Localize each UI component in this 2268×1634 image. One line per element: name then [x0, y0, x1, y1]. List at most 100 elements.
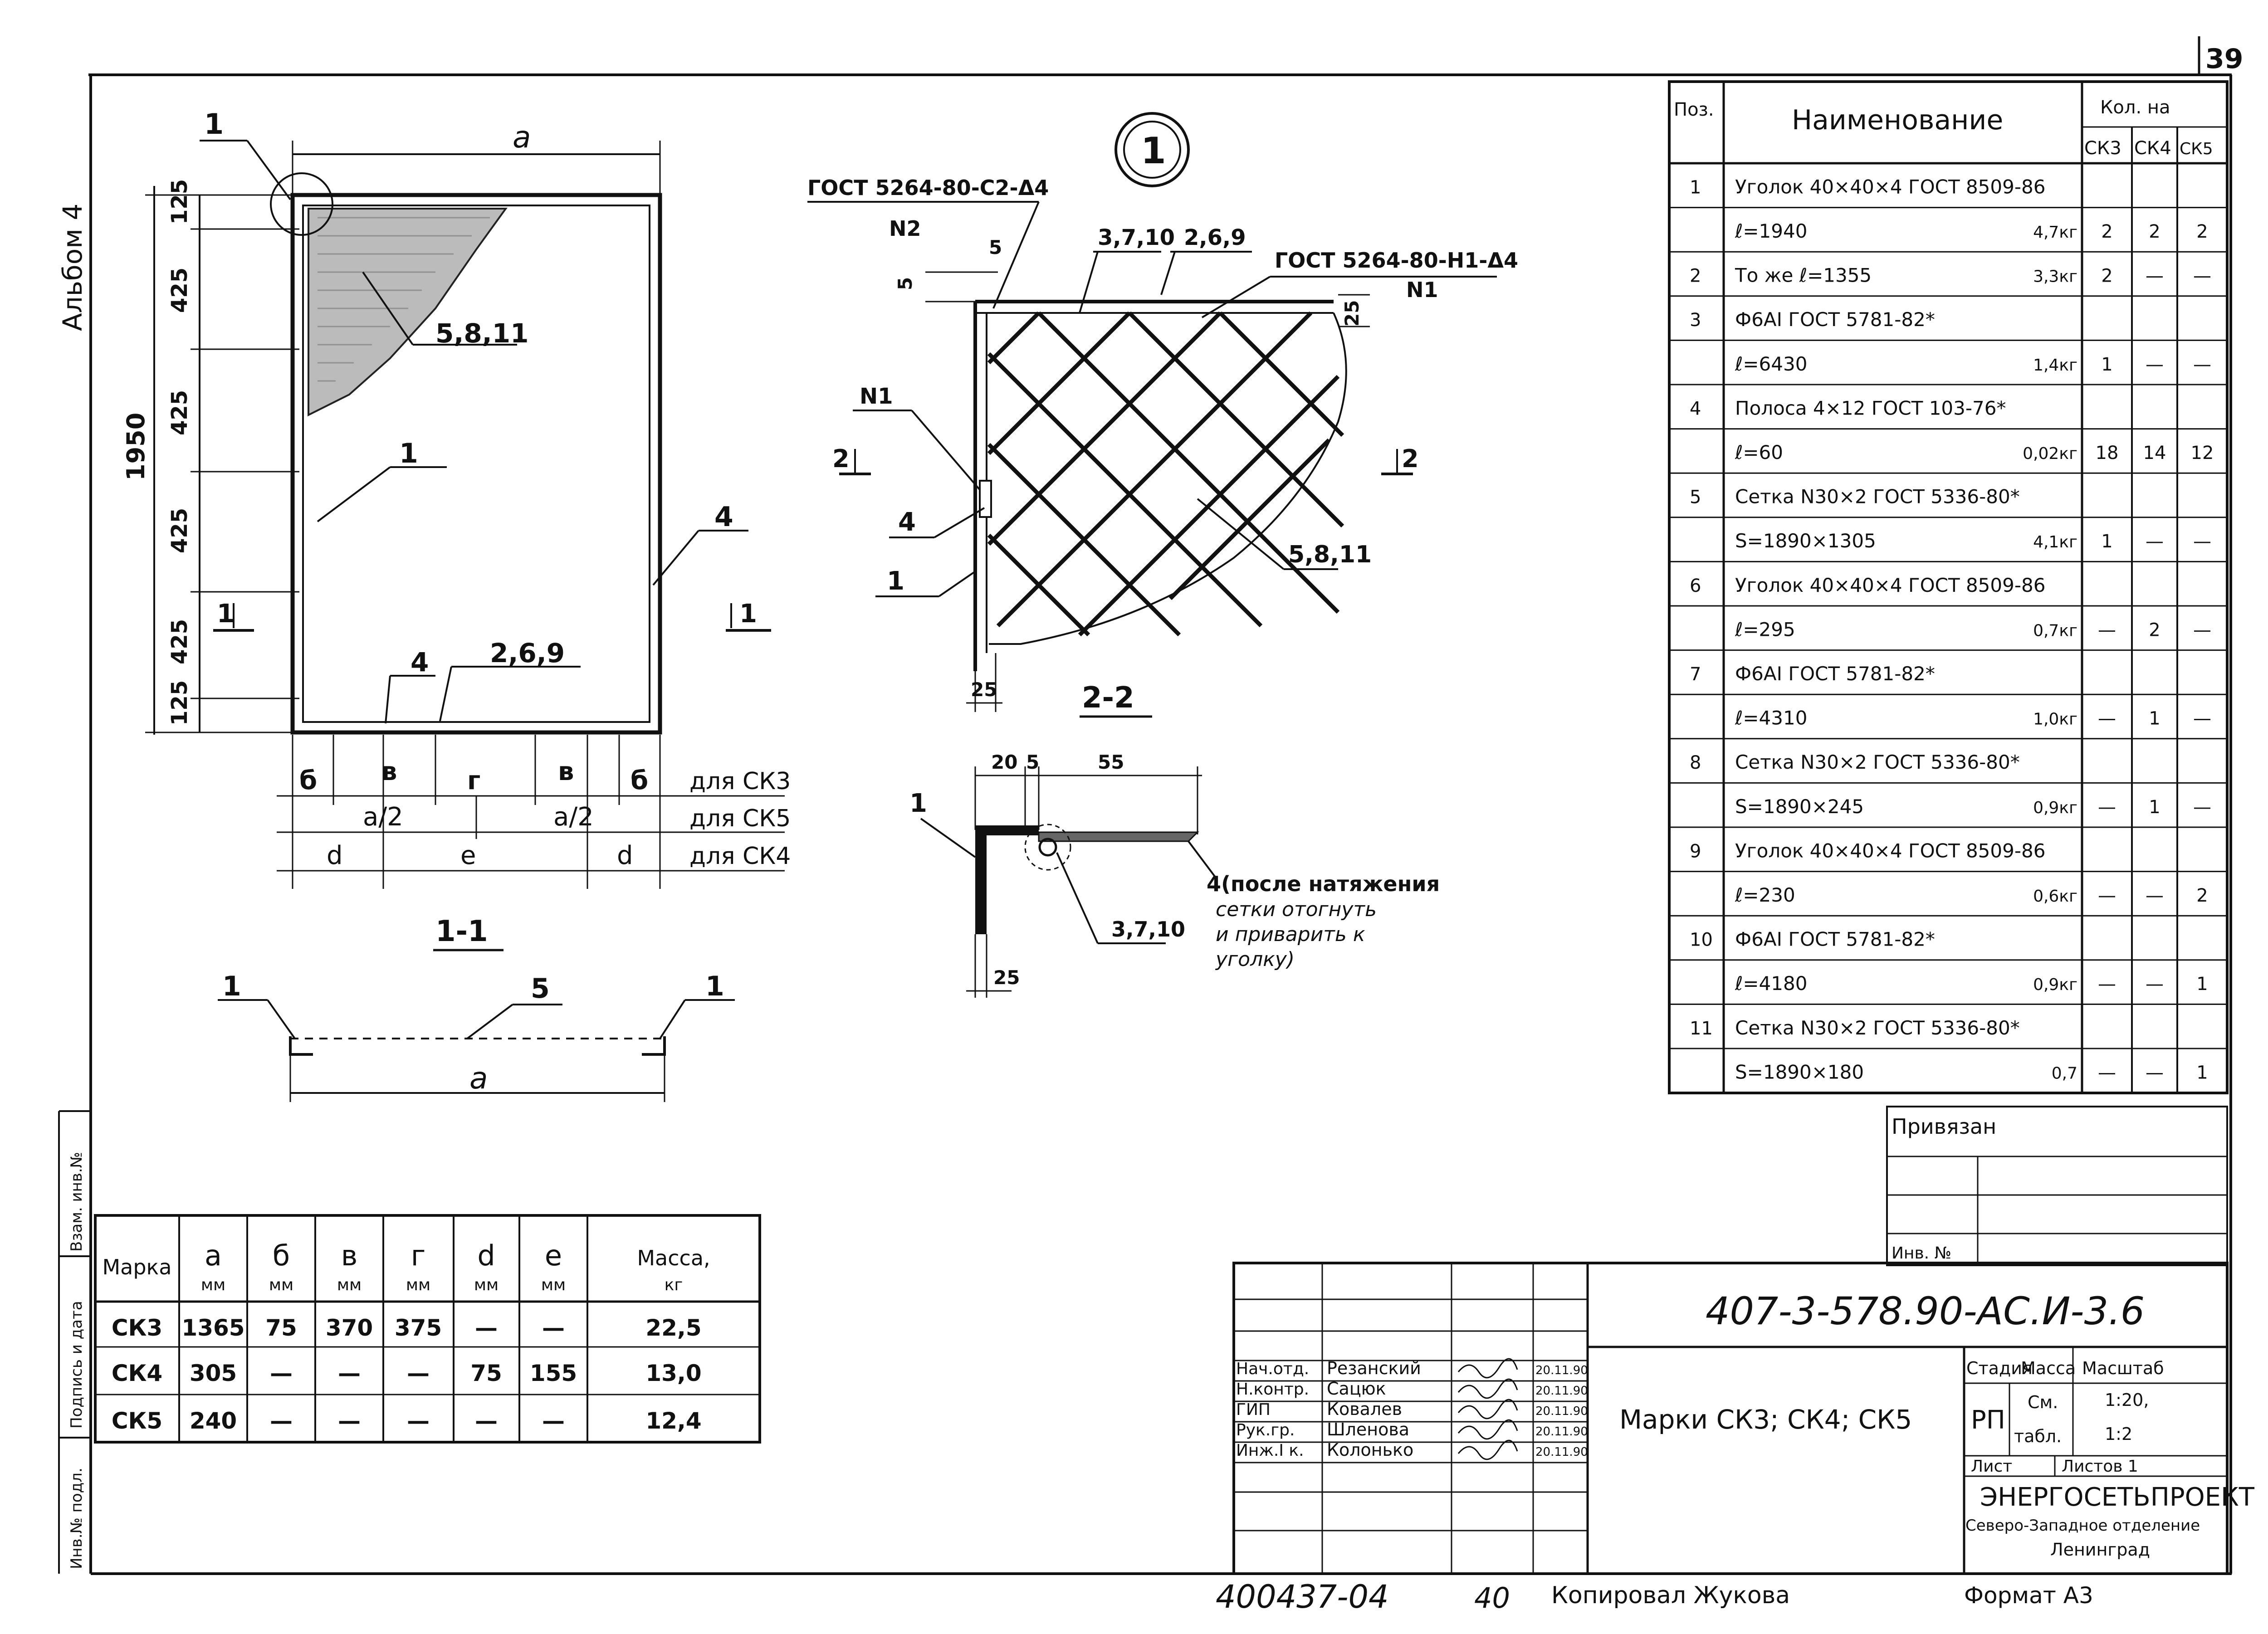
spec-name: То же ℓ=1355: [1735, 264, 1872, 287]
spec-sk4: 1: [2149, 797, 2160, 818]
section-11-title: 1-1: [435, 915, 488, 948]
marks-header-unit: мм: [474, 1276, 499, 1294]
node-label-3710: 3,7,10: [1098, 225, 1175, 250]
section-22-note-1: сетки отогнуть: [1216, 898, 1377, 921]
marks-cell: 240: [190, 1408, 237, 1434]
signature-role: ГИП: [1236, 1400, 1271, 1419]
spec-sk5: 2: [2196, 885, 2208, 906]
signature-date: 20.11.90: [1535, 1445, 1588, 1459]
spec-mass: 1,4кг: [2033, 356, 2077, 375]
spec-sk4: 14: [2143, 443, 2166, 463]
signature-date: 20.11.90: [1535, 1425, 1588, 1439]
spec-sk3: 2: [2101, 266, 2112, 287]
marks-cell: 75: [265, 1315, 297, 1341]
sheets-label: Листов 1: [2062, 1457, 2138, 1476]
node-label-4: 4: [898, 507, 916, 537]
dim-left-2: 425: [167, 390, 192, 435]
node-n1-right: N1: [1406, 278, 1438, 302]
spec-pos: 3: [1690, 310, 1701, 331]
spec-name: Сетка N30×2 ГОСТ 5336-80*: [1735, 1017, 2020, 1039]
org-2: Ленинград: [2050, 1540, 2150, 1560]
marks-header: б: [273, 1239, 290, 1272]
spec-header-qty: Кол. на: [2100, 97, 2170, 118]
spec-name: Ф6АI ГОСТ 5781-82*: [1735, 928, 1935, 951]
node-gost-left: ГОСТ 5264-80-С2-Δ4: [807, 176, 1049, 200]
spec-name: Ф6АI ГОСТ 5781-82*: [1735, 663, 1935, 685]
spec-sk5: —: [2193, 354, 2211, 375]
marks-header: a: [205, 1239, 222, 1272]
spec-header-sk5: СК5: [2180, 140, 2213, 158]
copied-by: Копировал Жукова: [1551, 1582, 1790, 1609]
node-n1-left: N1: [860, 384, 893, 409]
section-11-label-5: 5: [531, 973, 550, 1005]
dim-v-2: в: [558, 757, 574, 786]
spec-pos: 9: [1690, 841, 1701, 862]
mass-value-0: См.: [2028, 1392, 2058, 1412]
spec-pos: 4: [1690, 398, 1701, 419]
label-269: 2,6,9: [490, 638, 565, 668]
spec-header-name: Наименование: [1792, 104, 2003, 136]
spec-sk3: —: [2098, 885, 2116, 906]
dim-e: e: [460, 841, 476, 870]
node-label-5811: 5,8,11: [1288, 541, 1372, 568]
signature-role: Н.контр.: [1236, 1380, 1309, 1399]
spec-header-sk3: СК3: [2084, 138, 2121, 159]
marks-header-unit: мм: [269, 1276, 293, 1294]
node-1-detail: 1 ГОСТ 5264-80-С2-Δ4 N2 5 5 3,7,10 2,6,9…: [807, 112, 1518, 712]
marks-cell: —: [270, 1408, 293, 1434]
spec-sk3: 1: [2101, 354, 2112, 375]
signature-role: Инж.I к.: [1236, 1441, 1304, 1460]
node-circle: [270, 172, 333, 236]
spec-sk4: —: [2146, 354, 2164, 375]
marks-header-unit: мм: [201, 1276, 225, 1294]
marks-cell: —: [338, 1360, 361, 1386]
sheet-title: Марки СК3; СК4; СК5: [1619, 1404, 1912, 1435]
dim-b-1: б: [299, 766, 317, 795]
spec-sk4: —: [2146, 885, 2164, 906]
spec-sk3: —: [2098, 619, 2116, 640]
signature-name: Сацюк: [1327, 1379, 1386, 1399]
spec-header-pos: Поз.: [1674, 99, 1714, 120]
marks-cell: 13,0: [645, 1360, 701, 1386]
dim-g: г: [467, 766, 480, 795]
dim-row1-tail: для СК3: [689, 768, 791, 795]
section-22-dim-20: 20: [991, 751, 1017, 773]
section-22-title: 2-2: [1082, 681, 1134, 715]
marks-header-unit: мм: [541, 1276, 566, 1294]
signature-name: Резанский: [1327, 1358, 1421, 1378]
node-circle-label: 1: [1141, 130, 1166, 172]
spec-sk3: —: [2098, 1062, 2116, 1083]
spec-name: Уголок 40×40×4 ГОСТ 8509-86: [1735, 176, 2045, 198]
strip-inv-podl: Инв.№ подл.: [68, 1468, 86, 1569]
archive-no: 400437-04: [1216, 1578, 1389, 1615]
node-cut-left: 2: [832, 444, 850, 473]
spec-sk5: —: [2193, 619, 2211, 640]
dim-row3-tail: для СК4: [689, 843, 791, 870]
node-dim-5-left: 5: [894, 277, 916, 290]
spec-sk3: 1: [2101, 531, 2112, 552]
dim-left-1: 425: [167, 268, 192, 313]
section-22-note-2: и приварить к: [1216, 923, 1365, 946]
spec-pos: 5: [1690, 487, 1701, 508]
spec-sk4: —: [2146, 1062, 2164, 1083]
marks-header: г: [411, 1239, 426, 1272]
dim-left-3: 425: [167, 508, 192, 553]
signature-mark: [1457, 1358, 1518, 1379]
frame-plan-view: a 1 125 425 425 425 425 125 1950 5,8,11 …: [122, 107, 791, 889]
marks-cell: —: [407, 1360, 430, 1386]
spec-name: S=1890×180: [1735, 1061, 1864, 1083]
